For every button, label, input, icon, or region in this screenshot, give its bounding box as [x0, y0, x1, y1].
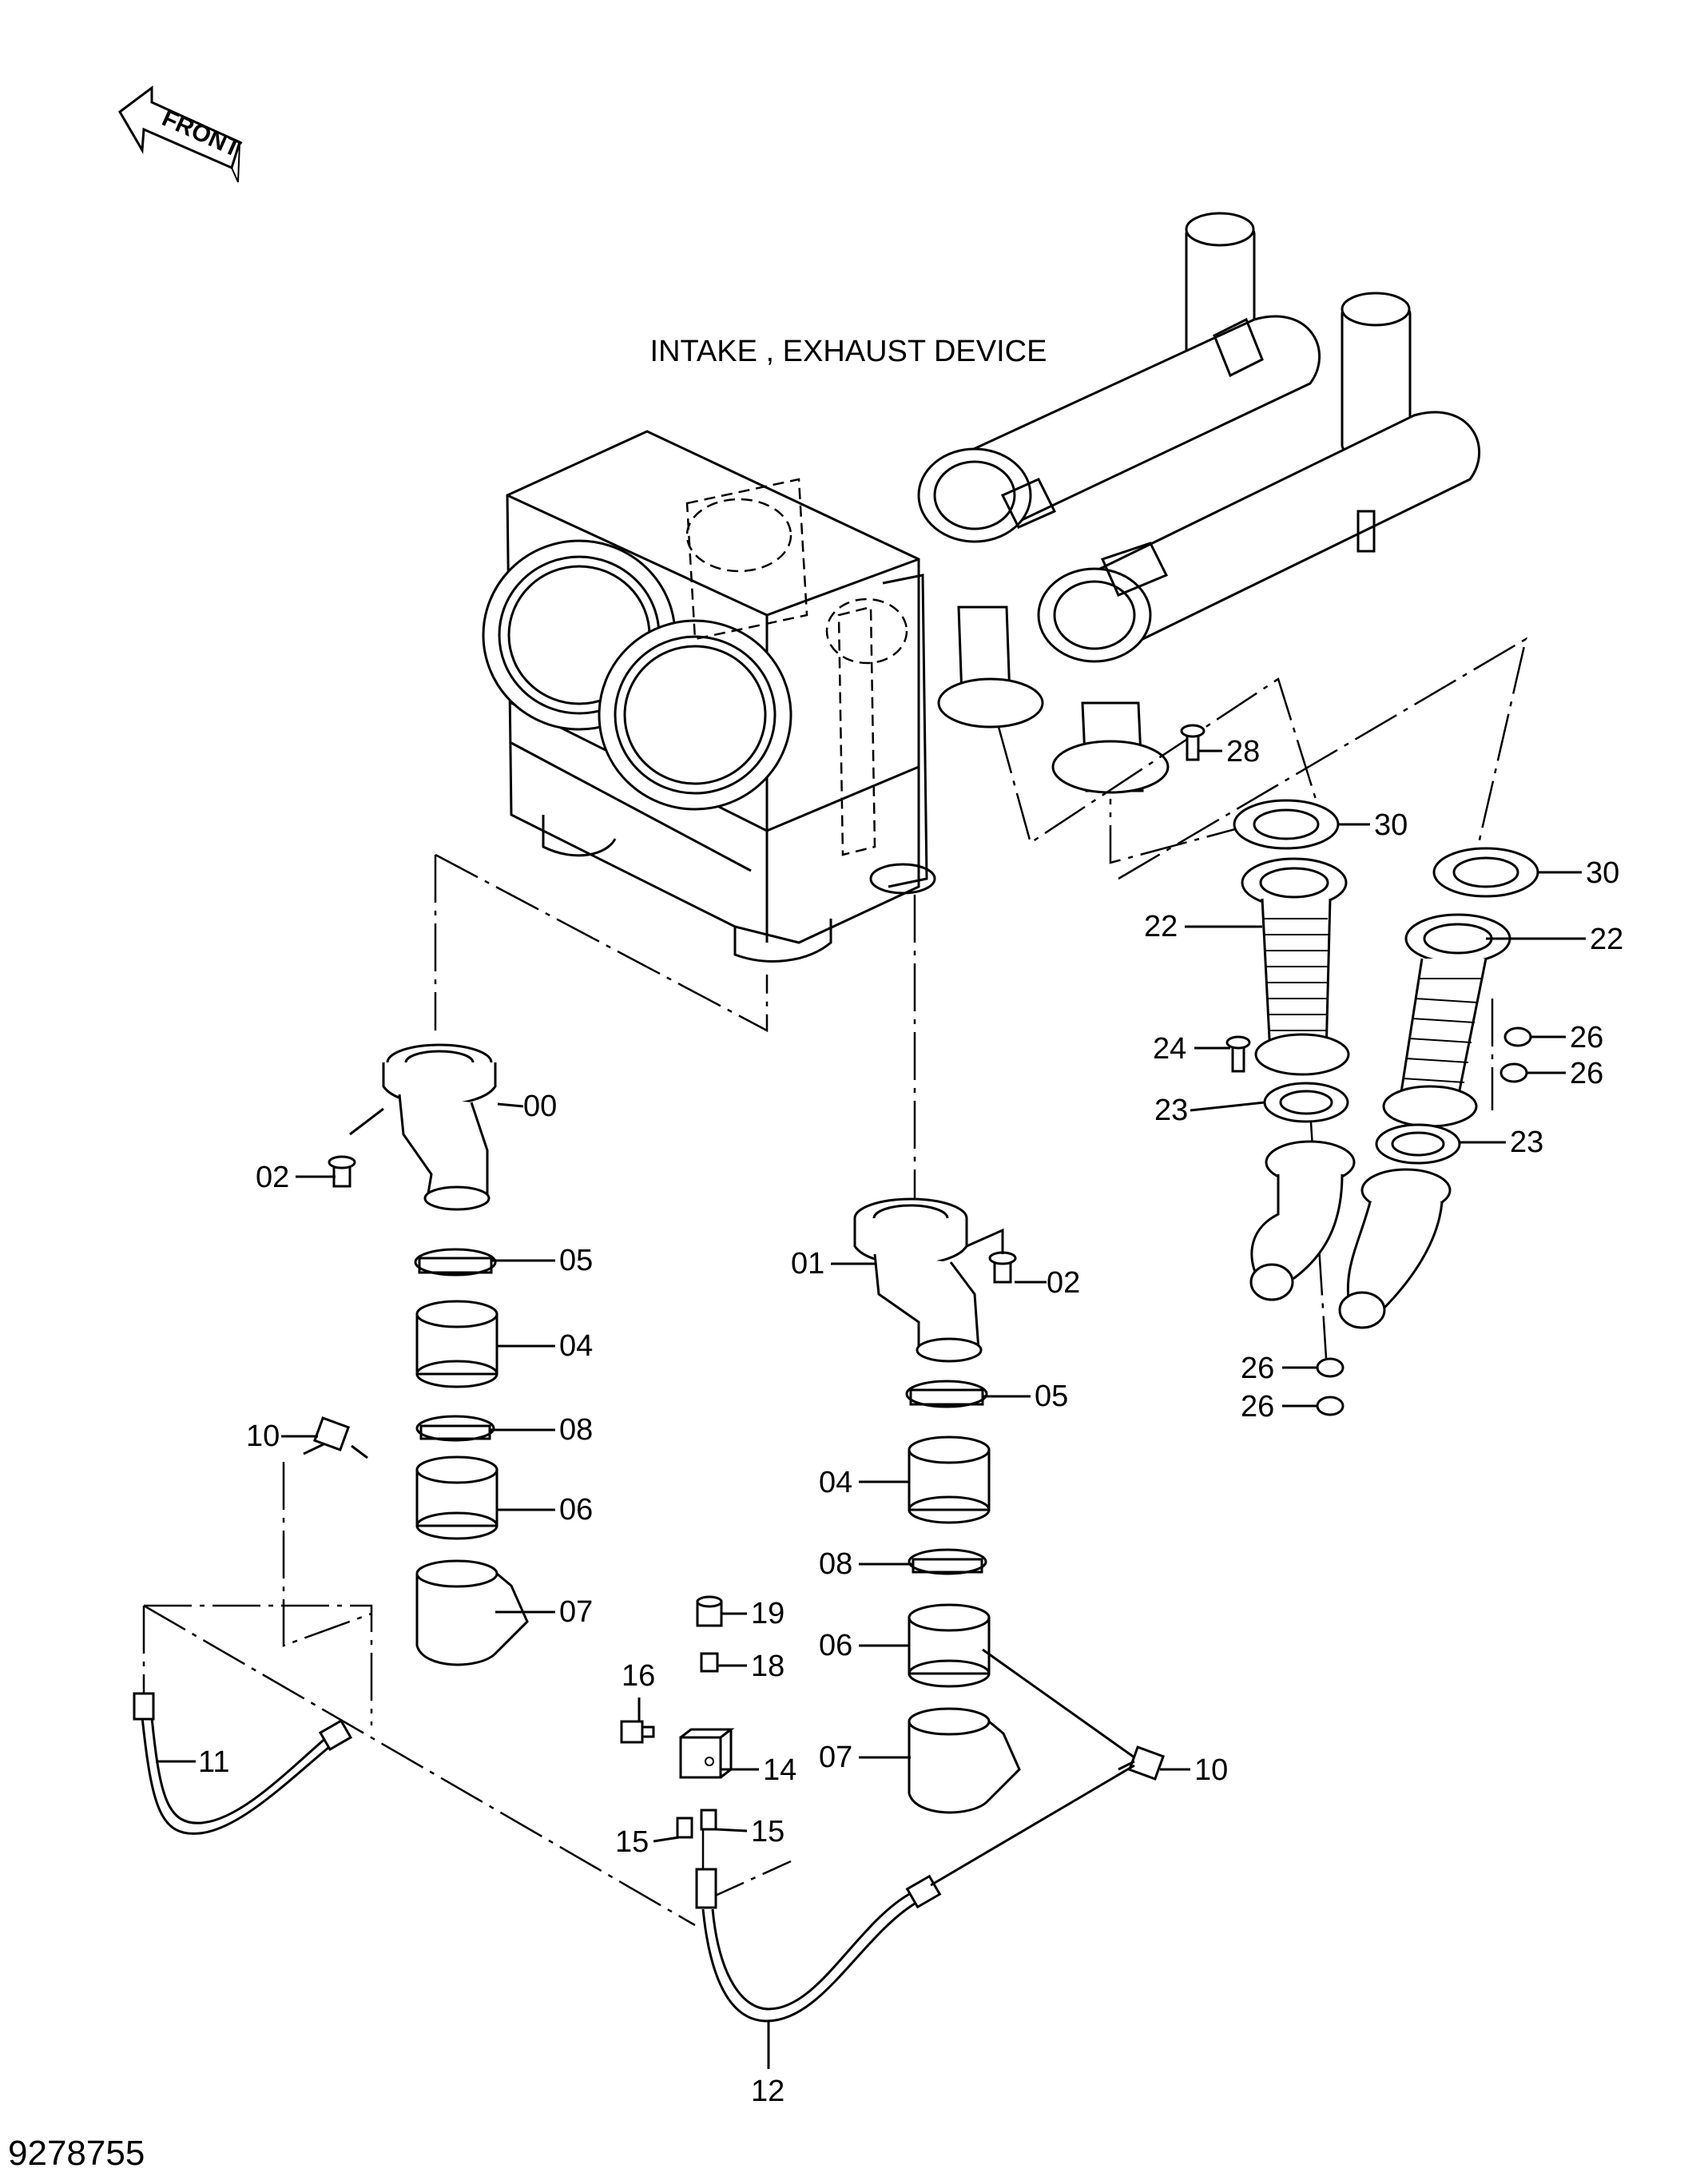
callout-23: 23: [1154, 1094, 1188, 1127]
gasket-30a: [1233, 799, 1340, 850]
adapter-06b: [908, 1603, 991, 1688]
hose-11: [133, 1692, 353, 1835]
callout-07: 07: [819, 1741, 852, 1774]
elbow-10b-icon: [1118, 1745, 1166, 1781]
gasket-30b: [1432, 847, 1539, 898]
elbow-10a-icon: [303, 1416, 368, 1459]
callout-02: 02: [1047, 1266, 1080, 1300]
callout-11: 11: [198, 1745, 229, 1779]
callout-30: 30: [1586, 856, 1619, 890]
fitting-15-icons: [676, 1809, 717, 1839]
flex-pipe-22b: [1382, 913, 1511, 1128]
gasket-23a: [1263, 1082, 1349, 1123]
adapter-06a: [415, 1455, 498, 1540]
callout-22: 22: [1144, 910, 1178, 943]
muffler-right: [1037, 292, 1480, 794]
fitting-18-icon: [700, 1652, 719, 1673]
elbow-07b: [908, 1707, 1021, 1814]
sleeve-04a: [415, 1300, 498, 1388]
callout-04: 04: [819, 1466, 852, 1499]
diagram-title: INTAKE , EXHAUST DEVICE: [650, 335, 1047, 368]
callout-12: 12: [751, 2075, 784, 2108]
callout-28: 28: [1226, 735, 1260, 768]
callout-01: 01: [791, 1247, 824, 1281]
callout-19: 19: [751, 1597, 784, 1630]
callout-26: 26: [1570, 1021, 1603, 1054]
callout-05: 05: [559, 1244, 593, 1277]
fitting-19-icon: [696, 1595, 723, 1627]
flex-pipe-22a: [1241, 857, 1350, 1076]
band-08a: [415, 1415, 495, 1442]
exhaust-elbow-right: [1338, 1168, 1452, 1329]
callout-10: 10: [246, 1420, 280, 1453]
callout-05: 05: [1035, 1380, 1068, 1413]
callout-26: 26: [1241, 1390, 1274, 1424]
elbow-07a: [415, 1559, 529, 1666]
bolt-24-icon: [1225, 1035, 1251, 1073]
callout-06: 06: [559, 1493, 593, 1527]
sleeve-04b: [908, 1435, 991, 1524]
callout-10: 10: [1194, 1753, 1228, 1787]
callout-16: 16: [622, 1659, 655, 1693]
callout-08: 08: [559, 1413, 593, 1447]
front-arrow-icon: FRONT: [118, 85, 244, 183]
hose-12: [695, 1648, 1135, 2023]
callout-02: 02: [256, 1161, 289, 1194]
band-05b: [905, 1380, 988, 1408]
callout-30: 30: [1374, 808, 1408, 842]
bolt-02a-icon: [328, 1107, 384, 1188]
nut-26-icons: [1316, 1026, 1532, 1416]
callout-23: 23: [1510, 1126, 1543, 1159]
callout-15: 15: [615, 1825, 649, 1859]
callout-06: 06: [819, 1629, 852, 1662]
callout-00: 00: [523, 1090, 557, 1123]
gasket-23b: [1375, 1123, 1461, 1165]
block-14-icon: [679, 1728, 735, 1779]
callout-07: 07: [559, 1595, 593, 1629]
callout-08: 08: [819, 1547, 852, 1581]
callout-22: 22: [1590, 923, 1623, 956]
callout-04: 04: [559, 1329, 593, 1363]
exhaust-elbow-left: [1249, 1140, 1356, 1301]
callout-26: 26: [1241, 1352, 1274, 1385]
bolt-28-icon: [1180, 724, 1206, 761]
fitting-16-icon: [620, 1720, 655, 1744]
callout-26: 26: [1570, 1057, 1603, 1090]
engine-housing: [482, 430, 936, 963]
leader-lines: [156, 749, 1586, 2069]
intake-pipe-01: [853, 1197, 983, 1363]
band-05a: [414, 1248, 497, 1277]
muffler-left: [917, 212, 1321, 729]
callout-24: 24: [1153, 1032, 1186, 1066]
intake-pipe-00: [382, 1043, 497, 1211]
callout-14: 14: [763, 1753, 796, 1787]
band-08b: [908, 1548, 987, 1575]
bolt-02b-icon: [966, 1228, 1017, 1284]
callout-18: 18: [751, 1650, 784, 1683]
drawing-number: 9278755: [8, 2134, 145, 2173]
callout-15: 15: [751, 1815, 784, 1848]
